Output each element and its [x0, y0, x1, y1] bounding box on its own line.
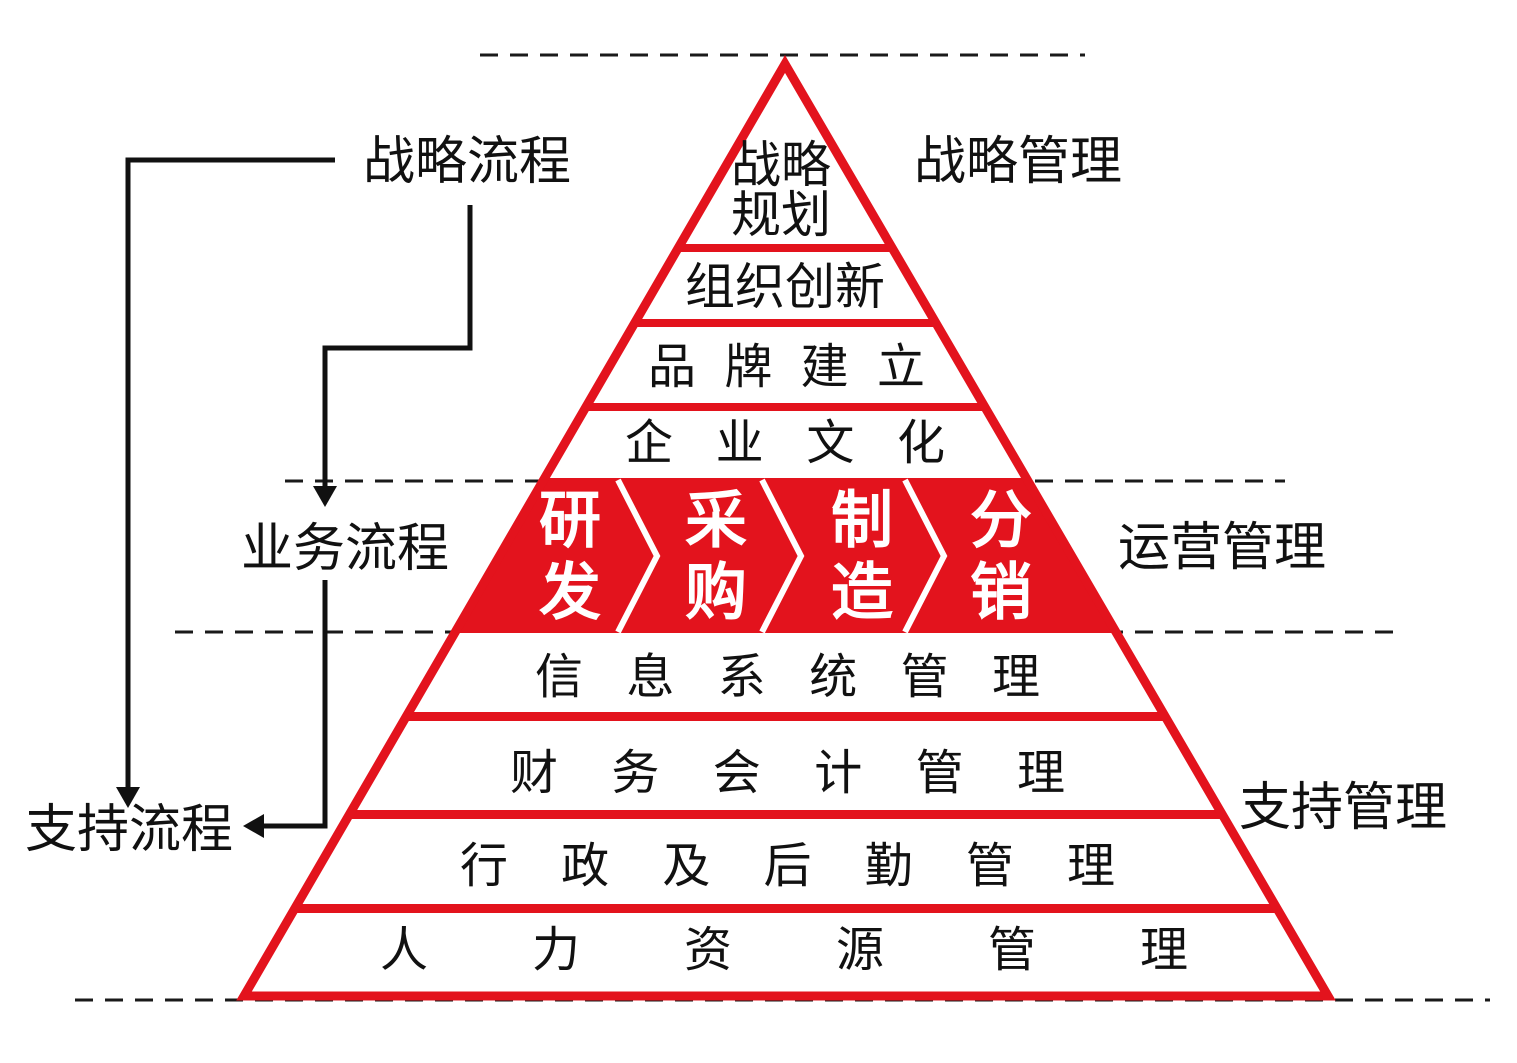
label-operations-management: 运营管理: [1118, 518, 1326, 578]
label-strategy-management: 战略管理: [914, 132, 1122, 192]
operations-step-procurement-line-2: 购: [685, 556, 747, 629]
chevron-1: [615, 478, 661, 634]
operations-step-procurement-line-1: 采: [685, 484, 747, 557]
layer-divider-support-1: [244, 712, 1328, 721]
layer-divider-support-3: [244, 904, 1328, 913]
layer-divider-strategy-1: [244, 319, 1328, 327]
operations-step-procurement: 采 购: [685, 484, 747, 629]
operations-chevrons: [615, 478, 948, 634]
operations-step-manufacturing-line-2: 造: [831, 556, 893, 629]
operations-step-rd: 研 发: [539, 484, 601, 629]
strategy-layer-organization-innovation: 组织创新: [685, 258, 885, 316]
layer-divider-support-2: [244, 810, 1328, 819]
label-support-management: 支持管理: [1239, 778, 1447, 838]
apex-label-line-2: 规划: [731, 186, 831, 244]
operations-step-distribution: 分 销: [970, 484, 1032, 629]
operations-step-rd-line-2: 发: [539, 556, 601, 629]
chevron-2: [759, 478, 805, 634]
arrow-business-to-support-line: [262, 580, 328, 829]
arrow-strategy-to-support-line: [125, 157, 335, 790]
apex-label-line-1: 战略: [731, 136, 831, 194]
operations-step-rd-line-1: 研: [539, 484, 601, 557]
label-support-process: 支持流程: [25, 800, 233, 860]
layer-divider-strategy-2: [244, 403, 1328, 411]
chevron-3: [902, 478, 948, 634]
arrow-strategy-to-support: [116, 157, 335, 808]
arrowhead-down-icon: [116, 787, 140, 808]
operations-step-manufacturing-line-1: 制: [831, 484, 893, 557]
arrowhead-left-icon: [243, 814, 264, 838]
arrow-strategy-to-business: [313, 205, 473, 507]
label-strategy-process: 战略流程: [363, 132, 571, 192]
operations-step-distribution-line-2: 销: [970, 556, 1032, 629]
label-business-process: 业务流程: [241, 519, 449, 579]
layer-divider-apex: [244, 244, 1328, 252]
arrowhead-down-icon: [313, 486, 337, 507]
operations-step-distribution-line-1: 分: [970, 484, 1032, 557]
arrow-business-to-support: [243, 580, 328, 838]
pyramid-outline: [236, 55, 1336, 1001]
support-layer-administration-logistics: 行政及后勤管理: [460, 838, 1115, 894]
arrow-strategy-to-business-line: [322, 205, 473, 489]
operations-step-manufacturing: 制 造: [831, 484, 893, 629]
